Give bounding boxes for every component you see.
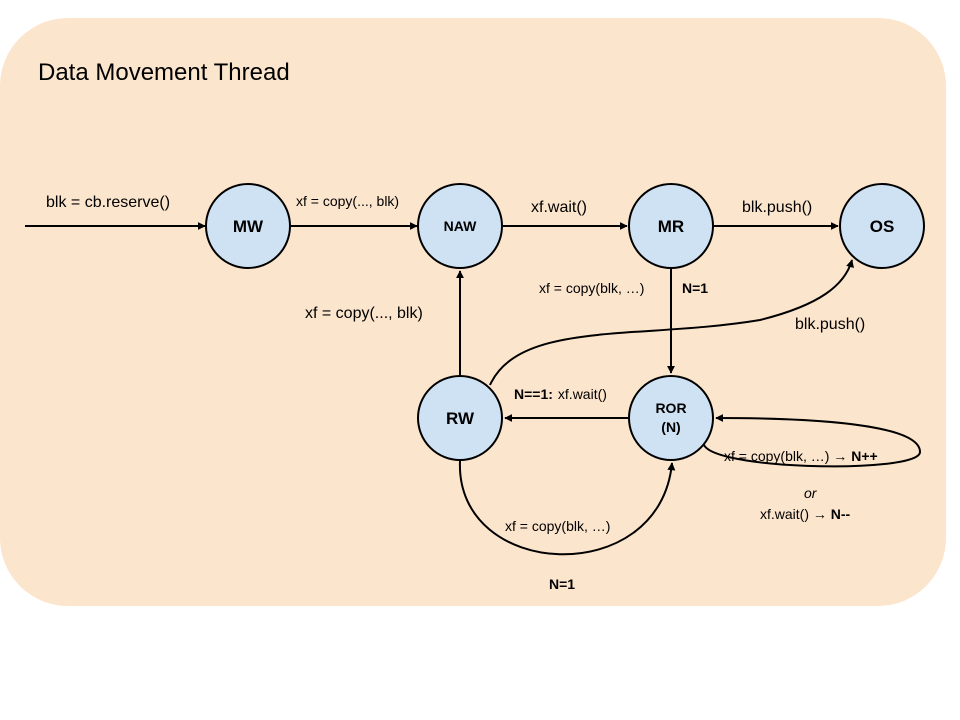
node-ror-label-line1: ROR (655, 400, 686, 416)
edge-label-rw-ror-bottom: xf = copy(blk, …) (505, 518, 610, 534)
edge-text-ror-self-2: xf.wait() → (760, 506, 831, 522)
node-mw: MW (205, 183, 291, 269)
node-os-label: OS (870, 217, 895, 236)
edge-text-ror-self-1: xf = copy(blk, …) → (724, 448, 851, 464)
node-mw-label: MW (233, 217, 264, 236)
edge-label-rw-os: blk.push() (795, 316, 865, 333)
edge-text-ror-rw: xf.wait() (558, 386, 607, 402)
node-ror-label-line2: (N) (661, 419, 680, 435)
edge-cond-ror-rw: N==1: (514, 386, 553, 402)
edge-label-naw-mr: xf.wait() (531, 199, 587, 216)
edge-label-ror-self-2: xf.wait() → N-- (760, 506, 851, 522)
edge-rw-to-os (489, 259, 854, 386)
node-naw-label: NAW (444, 218, 477, 234)
node-rw: RW (417, 375, 503, 461)
edge-label-mr-ror: xf = copy(blk, …) (539, 280, 644, 296)
edge-bold-ror-self-1: N++ (851, 448, 877, 464)
edge-label-ror-self-or: or (804, 485, 818, 501)
node-naw: NAW (417, 183, 503, 269)
edge-label-rw-naw: xf = copy(..., blk) (305, 305, 423, 322)
node-mr: MR (628, 183, 714, 269)
edge-rw-to-ror-bottom (458, 460, 676, 556)
edge-bold-ror-self-2: N-- (831, 506, 851, 522)
node-mr-label: MR (658, 217, 684, 236)
node-ror: ROR (N) (628, 375, 714, 461)
edge-cond-rw-ror-bottom: N=1 (549, 576, 575, 592)
edge-ror-self-loop (702, 414, 922, 468)
edge-label-mw-naw: xf = copy(..., blk) (296, 193, 399, 209)
diagram-title: Data Movement Thread (38, 59, 290, 86)
edge-label-ror-self-1: xf = copy(blk, …) → N++ (724, 448, 878, 464)
node-os: OS (839, 183, 925, 269)
edge-label-entry: blk = cb.reserve() (46, 194, 170, 211)
edge-label-ror-rw: N==1: xf.wait() (514, 386, 607, 402)
thread-panel (0, 18, 946, 606)
edge-label-mr-os: blk.push() (742, 199, 812, 216)
node-rw-label: RW (446, 409, 475, 428)
edge-cond-mr-ror: N=1 (682, 280, 708, 296)
